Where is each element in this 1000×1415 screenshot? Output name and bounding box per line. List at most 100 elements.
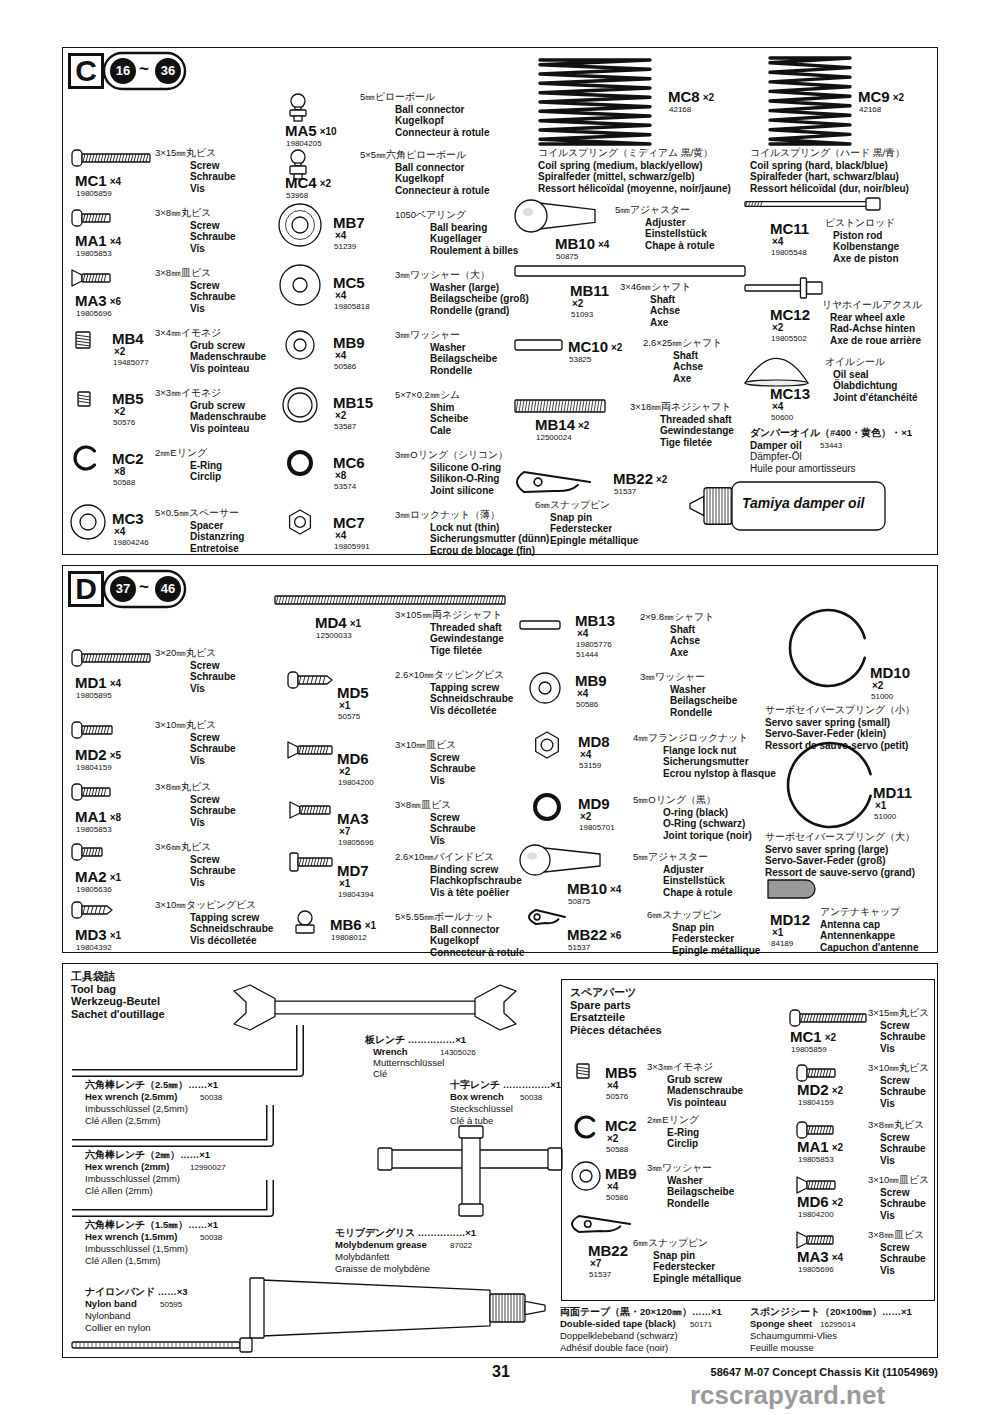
part-drawing [600, 400, 602, 412]
step-number: 37 [110, 576, 136, 602]
part-number: 50586 [334, 362, 356, 371]
part-code: MA1 [75, 232, 107, 249]
part-description: Vis [430, 835, 445, 847]
quantity: ×1 [110, 930, 121, 942]
part-code: MC1 [790, 1028, 822, 1045]
part-description: Beilagscheibe (groß) [430, 293, 529, 305]
part-drawing [89, 726, 91, 734]
part-drawing [390, 596, 392, 604]
part-description: Grub screw [190, 400, 245, 412]
part-drawing [369, 596, 371, 604]
part-drawing [300, 806, 330, 814]
part-drawing [72, 270, 82, 286]
part-description: Oil seal [833, 369, 869, 381]
note-text: Double-sided tape (black) [560, 1319, 676, 1330]
part-number: 19804392 [76, 943, 112, 952]
part-drawing [288, 393, 312, 417]
part-drawing [296, 925, 314, 933]
part-drawing [471, 596, 473, 604]
part-drawing [156, 1343, 157, 1347]
part-drawing [811, 1069, 813, 1077]
part-drawing [89, 788, 91, 796]
part-code: MD11 [873, 784, 912, 801]
part-description: 4㎜フランジロックナット [633, 733, 748, 744]
part-code: MB5 [112, 390, 144, 407]
part-code: MC5 [333, 274, 365, 291]
part-description: E-Ring [667, 1127, 699, 1139]
part-drawing [92, 848, 94, 856]
part-drawing [113, 654, 115, 662]
part-drawing [515, 400, 605, 412]
part-drawing [788, 743, 871, 827]
part-description: Silicone O-ring [430, 462, 501, 474]
part-drawing [447, 596, 449, 604]
part-drawing [520, 845, 550, 875]
part-drawing [234, 985, 275, 1030]
part-description: Connecteur à rotule [395, 185, 489, 197]
part-drawing [825, 1014, 827, 1022]
section-heading: スペアパーツ [570, 986, 636, 999]
part-drawing [303, 596, 305, 604]
part-drawing [745, 285, 807, 291]
part-drawing [291, 596, 293, 604]
part-drawing [517, 1294, 518, 1322]
part-description: Flange lock nut [663, 745, 736, 757]
part-drawing [826, 1069, 828, 1077]
part-description: Gewindestange [660, 425, 734, 437]
part-description: Ölabdichtung [833, 380, 897, 392]
part-number: 19805853 [76, 825, 112, 834]
part-description: 3×15㎜丸ビス [868, 1008, 929, 1019]
part-drawing [351, 596, 353, 604]
part-drawing [811, 1236, 813, 1244]
part-drawing [290, 802, 300, 818]
part-drawing [746, 202, 748, 207]
part-description: Antenna cap [820, 919, 880, 931]
part-drawing [315, 676, 317, 684]
part-description: Washer [670, 684, 706, 696]
part-drawing [232, 1343, 233, 1347]
part-description: Screw [190, 732, 219, 744]
part-description: Binding screw [430, 864, 498, 876]
part-drawing [790, 1010, 800, 1026]
quantity: ×2 [832, 1085, 843, 1097]
part-drawing [146, 654, 148, 662]
part-drawing [829, 1181, 831, 1189]
part-description: Joint d'étanchéité [833, 392, 918, 404]
part-drawing [95, 154, 97, 162]
part-description: Sicherungsmutter (dünn) [430, 533, 549, 545]
part-description: Snap pin [672, 922, 714, 934]
part-number: 19805636 [76, 885, 112, 894]
part-number: 19805696 [798, 1265, 834, 1274]
part-description: Screw [880, 1020, 909, 1032]
part-description: Shaft [673, 350, 698, 362]
part-drawing [285, 596, 287, 604]
part-description: Vis [190, 683, 205, 695]
quantity: ×1 [772, 927, 783, 939]
part-number: 19805696 [338, 838, 374, 847]
quantity: ×8 [335, 470, 346, 482]
quantity: ×4 [577, 628, 588, 640]
part-description: Tapping screw [430, 682, 499, 694]
part-description: Flachkopfschraube [430, 875, 522, 887]
part-description: 3㎜ワッシャー [647, 1163, 712, 1174]
part-description: 2㎜Eリング [155, 448, 207, 459]
part-drawing [826, 1126, 828, 1134]
part-drawing [148, 1343, 149, 1347]
part-description: 3×8㎜丸ビス [155, 782, 211, 793]
part-drawing [366, 596, 368, 604]
part-drawing [761, 202, 763, 207]
part-drawing [807, 1236, 833, 1244]
part-description: Kugelkopf [395, 115, 444, 127]
section-heading: 工具袋詰 [71, 970, 115, 983]
part-drawing [288, 672, 298, 688]
part-drawing [817, 1236, 819, 1244]
part-description: Vis pointeau [667, 1097, 726, 1109]
part-description: Axe de roue arrière [830, 335, 921, 347]
part-description: Screw [880, 1242, 909, 1254]
part-drawing [429, 596, 431, 604]
quantity: ×2 [772, 322, 783, 334]
part-number: 19804394 [338, 890, 374, 899]
part-drawing [75, 447, 94, 469]
part-drawing [822, 1014, 824, 1022]
part-drawing [493, 1294, 494, 1322]
